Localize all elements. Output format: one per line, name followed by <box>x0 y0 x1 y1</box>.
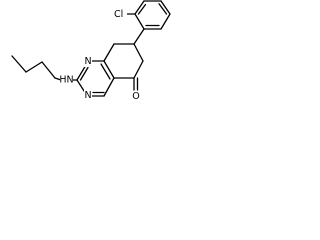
amine-nh-label: HN <box>59 75 73 86</box>
bond-c2-n1-double <box>79 66 89 81</box>
bond-layer <box>11 0 171 97</box>
chlorine-label: Cl <box>114 9 123 20</box>
bond-aryl-2 <box>160 13 171 30</box>
bond-c8a-c4a <box>103 60 115 79</box>
bond-c7-c6 <box>133 43 144 62</box>
atom-label-layer: HN N N Cl O <box>59 9 141 102</box>
bond-c4a-c4 <box>103 77 115 97</box>
bond-aryl-3 <box>160 0 171 15</box>
bond-butyl-2 <box>25 61 43 73</box>
bond-aryl-5 <box>134 0 145 15</box>
bond-butyl-3 <box>41 61 56 79</box>
bond-c2-n1 <box>76 64 87 81</box>
bond-c8a-c4a-double <box>100 63 111 80</box>
bond-butyl-1 <box>11 55 27 73</box>
bond-aryl-inner-3 <box>137 3 147 15</box>
structure-diagram: HN N N Cl O <box>11 0 171 102</box>
ring-n-upper-label: N <box>84 56 91 67</box>
ring-n-lower-label: N <box>84 90 91 101</box>
bond-c6-c5 <box>133 60 144 79</box>
bond-c7-aryl <box>133 28 145 45</box>
bond-aryl-6 <box>134 13 145 30</box>
bond-c8a-c8 <box>103 43 115 62</box>
carbonyl-oxygen-label: O <box>132 91 139 102</box>
bond-aryl-inner-2 <box>158 3 168 15</box>
